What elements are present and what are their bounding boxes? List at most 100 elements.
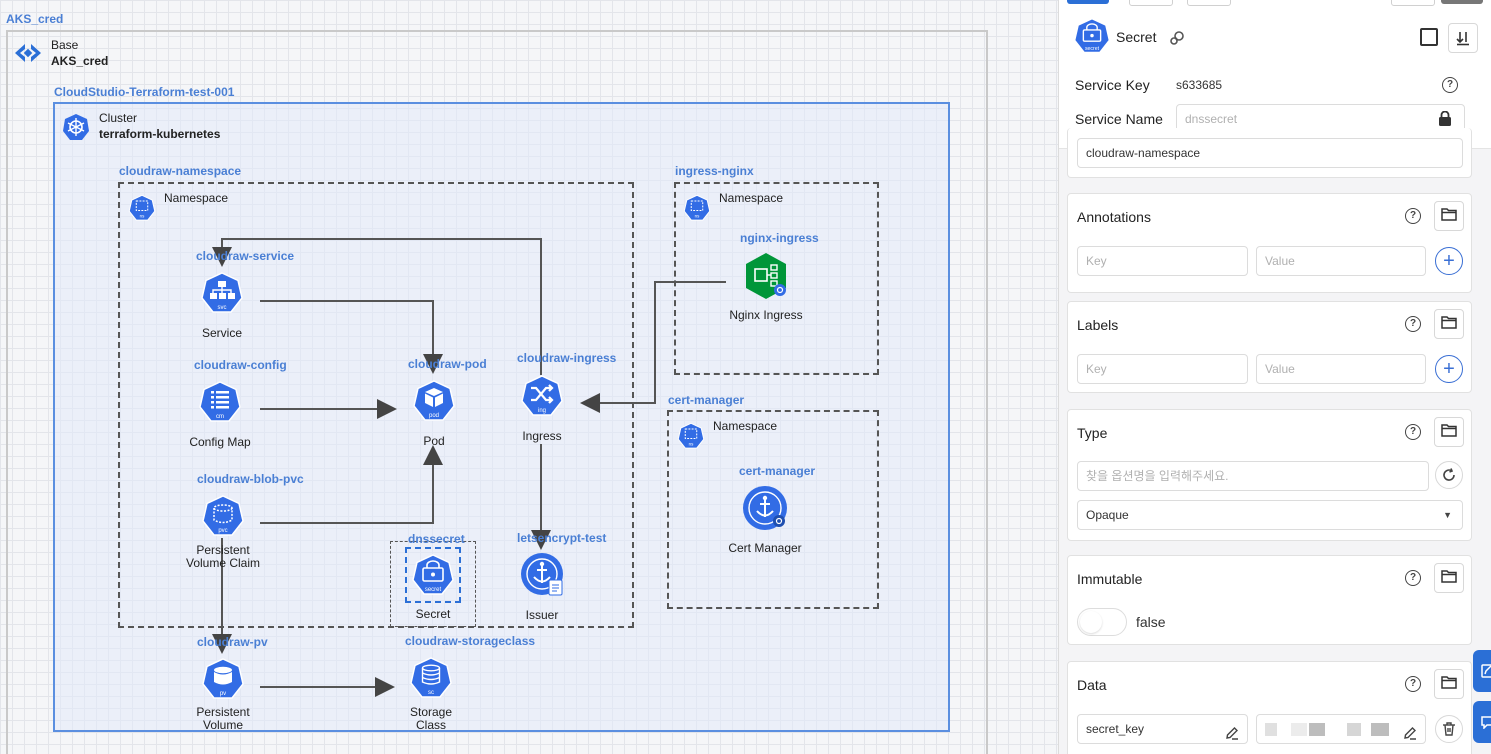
pod-icon[interactable]: pod [412,379,456,423]
service-key-label: Service Key [1075,77,1150,93]
node-title-pvc: cloudraw-blob-pvc [197,472,304,486]
pvc-icon[interactable]: pvc [201,494,245,538]
svg-text:secret: secret [1085,46,1100,52]
diagram-canvas[interactable]: AKS_cred Base AKS_cred CloudStudio-Terra… [0,0,1058,754]
namespace-label: Namespace [719,191,784,205]
node-label-ingress: Ingress [522,429,562,443]
folder-button[interactable] [1434,201,1464,231]
refresh-icon [1443,468,1455,481]
svg-text:pod: pod [429,413,439,419]
namespace-box-ingress-nginx[interactable] [674,182,879,375]
label-key-input[interactable]: Key [1077,354,1248,384]
node-title-nginx: nginx-ingress [740,231,819,245]
selected-node-outline [405,547,461,603]
kubernetes-wheel-icon [62,113,90,141]
help-icon[interactable]: ? [1442,77,1458,93]
persistent-volume-icon[interactable]: pv [201,657,245,701]
checkbox-icon[interactable] [1420,28,1438,46]
node-label-pv-line1: Persistent [196,705,250,719]
base-group-box[interactable] [6,30,988,754]
toolbar-button-dark[interactable] [1441,0,1483,4]
toolbar-button-primary[interactable] [1067,0,1109,4]
add-annotation-button[interactable]: + [1435,247,1463,275]
node-label-pvc-line1: Persistent [196,543,250,557]
svg-text:secret: secret [425,587,442,593]
node-label-service: Service [201,326,242,340]
floating-edit-button[interactable] [1473,650,1491,692]
toolbar-button[interactable] [1187,0,1231,6]
ingress-icon[interactable]: ing [520,374,564,418]
node-title-configmap: cloudraw-config [194,358,287,372]
delete-button[interactable] [1435,715,1463,743]
storageclass-icon[interactable]: sc [409,656,453,700]
data-value-input-masked[interactable] [1256,714,1426,744]
folder-button[interactable] [1434,563,1464,593]
refresh-button[interactable] [1435,461,1463,489]
base-group-title: AKS_cred [6,12,64,26]
immutable-toggle[interactable] [1077,608,1127,636]
node-title-pod: cloudraw-pod [408,357,487,371]
folder-icon [1441,207,1457,226]
node-label-sc-line2: Class [415,718,446,732]
annotation-key-input[interactable]: Key [1077,246,1248,276]
namespace-label: Namespace [164,191,229,205]
cluster-header: Cluster terraform-kubernetes [99,110,220,142]
cluster-type-label: Cluster [99,111,138,125]
help-icon[interactable]: ? [1405,676,1421,692]
link-icon[interactable] [1168,29,1186,47]
base-icon [13,40,43,66]
folder-icon [1441,675,1457,694]
help-icon[interactable]: ? [1405,570,1421,586]
secret-icon[interactable]: secret [411,553,455,597]
node-title-storageclass: cloudraw-storageclass [405,634,536,648]
namespace-box-cert-manager[interactable] [667,410,879,609]
folder-button[interactable] [1434,669,1464,699]
trash-icon [1443,722,1455,736]
type-select[interactable]: Opaque ▼ [1077,500,1463,530]
property-panel[interactable]: secret Secret Service Key s633685 ? Serv… [1058,0,1491,754]
node-label-sc-line1: Storage [409,705,453,719]
toolbar-button[interactable] [1129,0,1173,6]
edit-icon[interactable] [1403,722,1417,743]
folder-icon [1441,423,1457,442]
lock-icon [1438,110,1452,126]
cert-manager-icon[interactable] [742,485,788,531]
namespace-field: cloudraw-namespace [1077,138,1463,168]
type-search-input[interactable]: 찾을 옵션명을 입력해주세요. [1077,461,1429,491]
help-icon[interactable]: ? [1405,316,1421,332]
help-icon[interactable]: ? [1405,424,1421,440]
type-card: Type ? 찾을 옵션명을 입력해주세요. Opaque ▼ [1067,409,1472,541]
labels-title: Labels [1077,317,1119,333]
folder-icon [1441,315,1457,334]
help-icon[interactable]: ? [1405,208,1421,224]
floating-chat-button[interactable] [1473,701,1491,743]
immutable-title: Immutable [1077,571,1143,587]
issuer-icon[interactable] [519,551,567,599]
namespace-box-cloudraw[interactable] [118,182,634,628]
node-label-issuer: Issuer [525,608,559,622]
node-title-secret: dnssecret [408,532,465,546]
node-label-nginx: Nginx Ingress [729,308,803,322]
add-label-button[interactable]: + [1435,355,1463,383]
annotation-value-input[interactable]: Value [1256,246,1426,276]
svg-text:ns: ns [689,442,694,447]
edit-icon[interactable] [1225,722,1239,743]
toolbar-button[interactable] [1391,0,1435,6]
nginx-ingress-icon[interactable] [743,252,789,300]
label-value-input[interactable]: Value [1256,354,1426,384]
folder-button[interactable] [1434,417,1464,447]
service-icon[interactable]: svc [200,271,244,315]
service-name-label: Service Name [1075,111,1163,127]
configmap-icon[interactable]: cm [198,380,242,424]
edge-service-pod [260,300,443,374]
type-title: Type [1077,425,1108,441]
folder-button[interactable] [1434,309,1464,339]
namespace-icon: ns [683,194,711,222]
data-card: Data ? secret_key [1067,661,1472,754]
node-label-cert-manager: Cert Manager [728,541,802,555]
download-button[interactable] [1448,23,1478,53]
data-key-input[interactable]: secret_key [1077,714,1248,744]
